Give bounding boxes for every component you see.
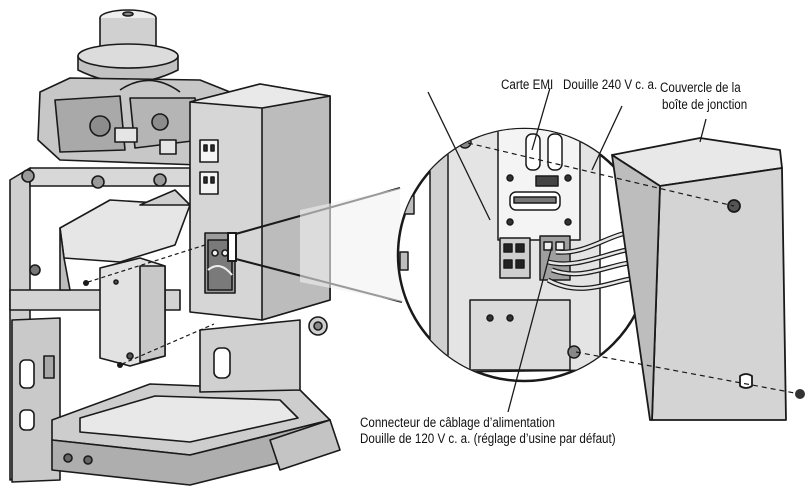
emi-board-zoom <box>497 129 581 241</box>
screw-left-bottom <box>117 362 123 368</box>
feed-chute <box>59 189 191 291</box>
screw-guides-left <box>87 244 215 365</box>
leader-lines <box>427 87 707 413</box>
zoom-cone-fill <box>300 188 402 302</box>
label-power-connector: Connecteur de câblage d’alimentation <box>360 415 555 430</box>
magnified-view <box>396 127 652 383</box>
screw-left-top <box>83 280 89 286</box>
junction-box-cover <box>611 137 787 421</box>
electrical-panel <box>189 83 331 321</box>
label-outlet-120: Douille de 120 V c. a. (réglage d’usine … <box>360 431 616 446</box>
appliance-body <box>9 9 341 486</box>
label-junction-cover-line2: boîte de jonction <box>662 97 748 112</box>
cover-screw <box>795 389 805 399</box>
label-junction-cover-line1: Couvercle de la <box>660 80 741 95</box>
label-emi-board: Carte EMI <box>501 77 554 92</box>
screw-guides-right <box>467 142 801 395</box>
top-motor-cylinder <box>77 9 179 84</box>
label-outlet-240: Douille 240 V c. a. <box>563 77 658 92</box>
junction-box-small <box>99 257 166 367</box>
base-tray <box>51 316 341 486</box>
